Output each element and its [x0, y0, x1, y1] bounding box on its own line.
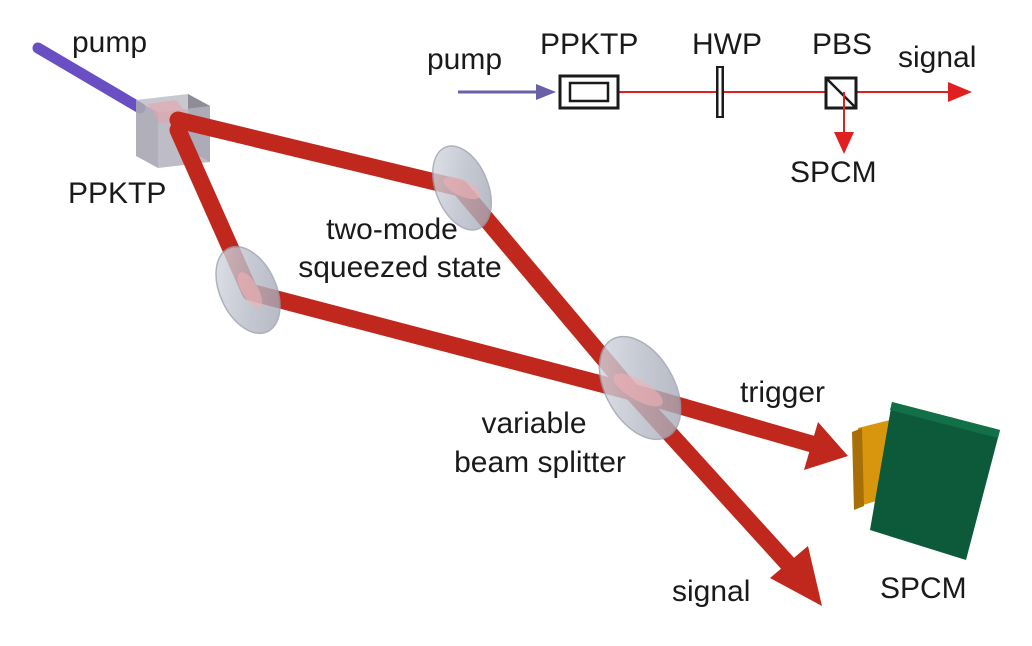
inset-ppktp: [558, 74, 620, 110]
inset-signal-arrowhead: [948, 82, 972, 102]
inset-label-hwp: HWP: [692, 28, 762, 61]
arrow-trigger: [804, 422, 848, 470]
inset-label-pbs: PBS: [812, 28, 873, 61]
mirror-lower: [215, 245, 281, 335]
inset-schematic: [458, 66, 972, 154]
label-tmss-line1: two-mode: [326, 213, 458, 246]
arrow-signal: [770, 546, 822, 606]
pump-beam: [32, 42, 146, 114]
spcm-detector: [852, 402, 1000, 560]
label-tmss-line2: squeezed state: [298, 251, 502, 284]
mirror-upper: [432, 145, 492, 231]
variable-beam-splitter: [598, 335, 682, 441]
inset-label-signal: signal: [898, 41, 977, 74]
label-trigger: trigger: [740, 376, 826, 409]
label-signal: signal: [672, 575, 751, 608]
inset-label-pump: pump: [427, 43, 503, 76]
label-ppktp: PPKTP: [68, 177, 167, 210]
inset-spcm-arrowhead: [834, 132, 854, 154]
inset-label-spcm: SPCM: [790, 156, 877, 189]
inset-pump-arrowhead: [536, 84, 556, 100]
inset-label-ppktp: PPKTP: [540, 28, 639, 61]
label-bs-line2: beam splitter: [454, 446, 626, 479]
label-pump: pump: [72, 26, 148, 59]
label-bs-line1: variable: [481, 407, 587, 440]
label-spcm: SPCM: [880, 572, 967, 605]
